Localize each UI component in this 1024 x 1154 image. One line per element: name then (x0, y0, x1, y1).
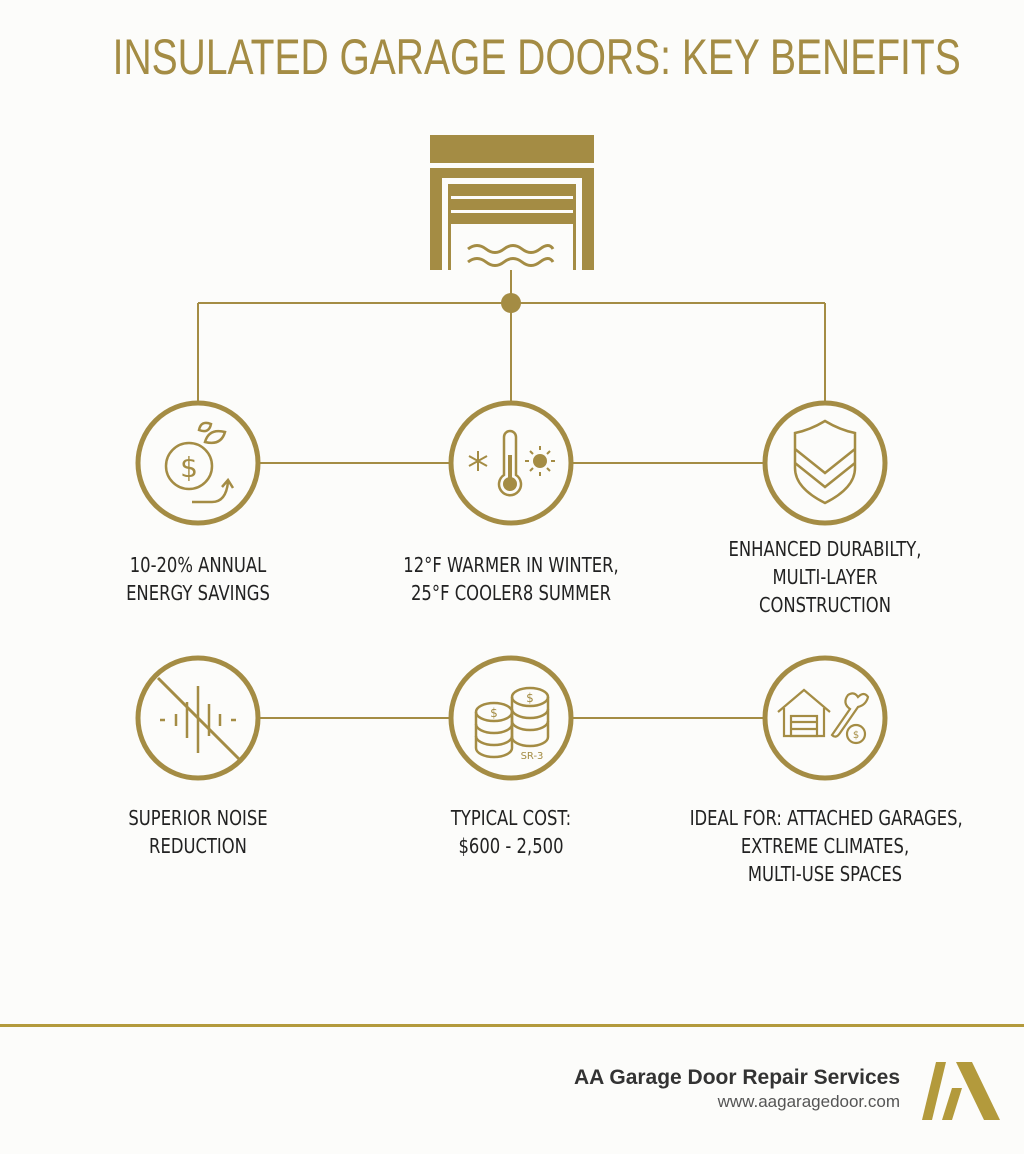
aa-logo-icon (922, 1062, 1000, 1120)
svg-text:$: $ (853, 730, 859, 741)
benefit-label-ideal-for: IDEAL FOR: ATTACHED GARAGES, EXTREME CLI… (689, 806, 963, 886)
benefits-diagram: $ (135, 135, 888, 781)
benefit-label-cost: TYPICAL COST: $600 - 2,500 (450, 806, 572, 858)
svg-text:$: $ (526, 691, 534, 705)
footer-divider (0, 1024, 1024, 1027)
benefit-label-noise-reduction: SUPERIOR NOISE REDUCTION (128, 806, 268, 858)
benefit-label-energy-savings: 10-20% ANNUAL ENERGY SAVINGS (126, 553, 270, 605)
company-url[interactable]: www.aagaragedoor.com (717, 1092, 900, 1111)
house-wrench-money-icon: $ (777, 688, 870, 745)
noise-cancel-icon (156, 676, 241, 761)
benefit-label-durability: ENHANCED DURABILTY, MULTI-LAYER CONSTRUC… (728, 537, 922, 617)
benefit-label-temperature: 12°F WARMER IN WINTER, 25°F COOLER8 SUMM… (403, 553, 619, 605)
coin-stacks-icon: $ $ (474, 686, 550, 759)
money-growth-leaf-icon: $ (164, 421, 235, 504)
layered-shield-icon (793, 419, 857, 505)
coin-label: SR-3 (521, 751, 544, 762)
insulated-garage-door-icon (430, 135, 594, 270)
page-title: INSULATED GARAGE DOORS: KEY BENEFITS (112, 29, 961, 85)
company-name: AA Garage Door Repair Services (573, 1066, 900, 1089)
svg-text:$: $ (180, 451, 198, 484)
junction-dot (501, 293, 521, 313)
svg-text:$: $ (490, 706, 498, 720)
thermometer-snow-sun-icon (468, 429, 555, 497)
